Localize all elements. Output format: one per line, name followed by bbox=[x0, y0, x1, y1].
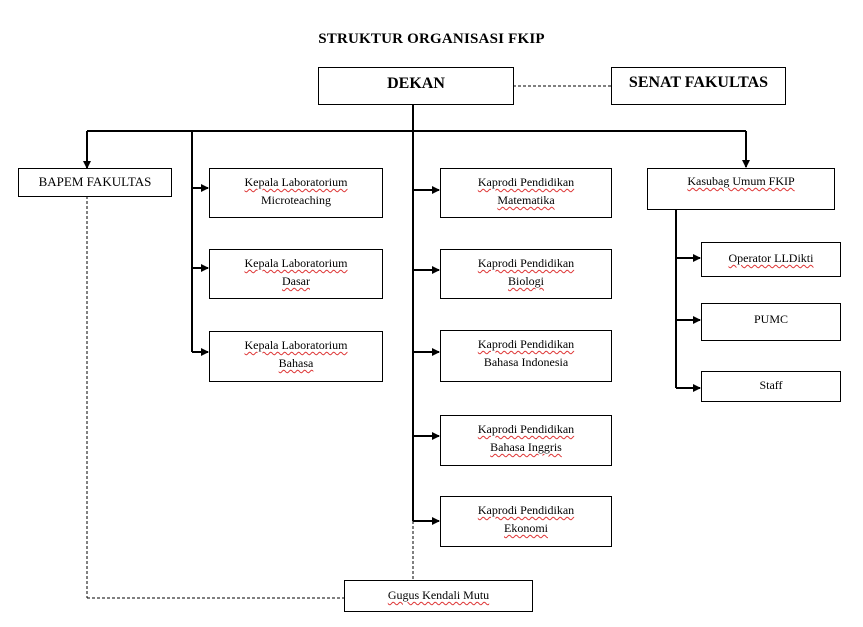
staff-box: Staff bbox=[701, 371, 841, 402]
kasubag-umum-box: Kasubag Umum FKIP bbox=[647, 168, 835, 210]
chart-title: STRUKTUR ORGANISASI FKIP bbox=[318, 31, 545, 47]
prodi-bio-line2: Biologi bbox=[507, 274, 544, 288]
prodi-matematika-box: Kaprodi Pendidikan Matematika bbox=[440, 168, 612, 218]
pumc-box: PUMC bbox=[701, 303, 841, 341]
lab-dasar-line2: Dasar bbox=[282, 274, 310, 288]
prodi-bind-line2: Bahasa Indonesia bbox=[483, 355, 569, 369]
lab-bahasa-line1: Kepala Laboratorium bbox=[244, 338, 348, 352]
kasubag-label: Kasubag Umum FKIP bbox=[687, 174, 795, 188]
lab-micro-line1: Kepala Laboratorium bbox=[244, 175, 348, 189]
operator-lldikti-box: Operator LLDikti bbox=[701, 242, 841, 277]
prodi-mat-line2: Matematika bbox=[497, 193, 555, 207]
prodi-bahasa-indonesia-box: Kaprodi Pendidikan Bahasa Indonesia bbox=[440, 330, 612, 382]
lab-dasar-line1: Kepala Laboratorium bbox=[244, 256, 348, 270]
lab-bahasa-box: Kepala Laboratorium Bahasa bbox=[209, 331, 383, 382]
prodi-eko-line2: Ekonomi bbox=[504, 521, 548, 535]
prodi-eko-line1: Kaprodi Pendidikan bbox=[477, 503, 575, 517]
prodi-biologi-box: Kaprodi Pendidikan Biologi bbox=[440, 249, 612, 299]
prodi-bind-line1: Kaprodi Pendidikan bbox=[477, 337, 575, 351]
lab-bahasa-line2: Bahasa bbox=[278, 356, 314, 370]
senat-fakultas-box: SENAT FAKULTAS bbox=[611, 67, 786, 105]
prodi-bahasa-inggris-box: Kaprodi Pendidikan Bahasa Inggris bbox=[440, 415, 612, 466]
gugus-label: Gugus Kendali Mutu bbox=[387, 588, 490, 602]
bapem-fakultas-box: BAPEM FAKULTAS bbox=[18, 168, 172, 197]
prodi-bio-line1: Kaprodi Pendidikan bbox=[477, 256, 575, 270]
pumc-label: PUMC bbox=[753, 312, 788, 326]
lab-microteaching-box: Kepala Laboratorium Microteaching bbox=[209, 168, 383, 218]
prodi-ekonomi-box: Kaprodi Pendidikan Ekonomi bbox=[440, 496, 612, 547]
lab-micro-line2: Microteaching bbox=[261, 193, 331, 207]
lab-dasar-box: Kepala Laboratorium Dasar bbox=[209, 249, 383, 299]
dekan-label: DEKAN bbox=[387, 75, 445, 92]
prodi-bing-line2: Bahasa Inggris bbox=[490, 440, 562, 454]
prodi-mat-line1: Kaprodi Pendidikan bbox=[477, 175, 575, 189]
operator-label: Operator LLDikti bbox=[728, 251, 814, 265]
senat-label: SENAT FAKULTAS bbox=[628, 74, 769, 91]
staff-label: Staff bbox=[759, 378, 783, 392]
bapem-label: BAPEM FAKULTAS bbox=[38, 174, 152, 189]
gugus-kendali-mutu-box: Gugus Kendali Mutu bbox=[344, 580, 533, 612]
dekan-box: DEKAN bbox=[318, 67, 514, 105]
prodi-bing-line1: Kaprodi Pendidikan bbox=[477, 422, 575, 436]
